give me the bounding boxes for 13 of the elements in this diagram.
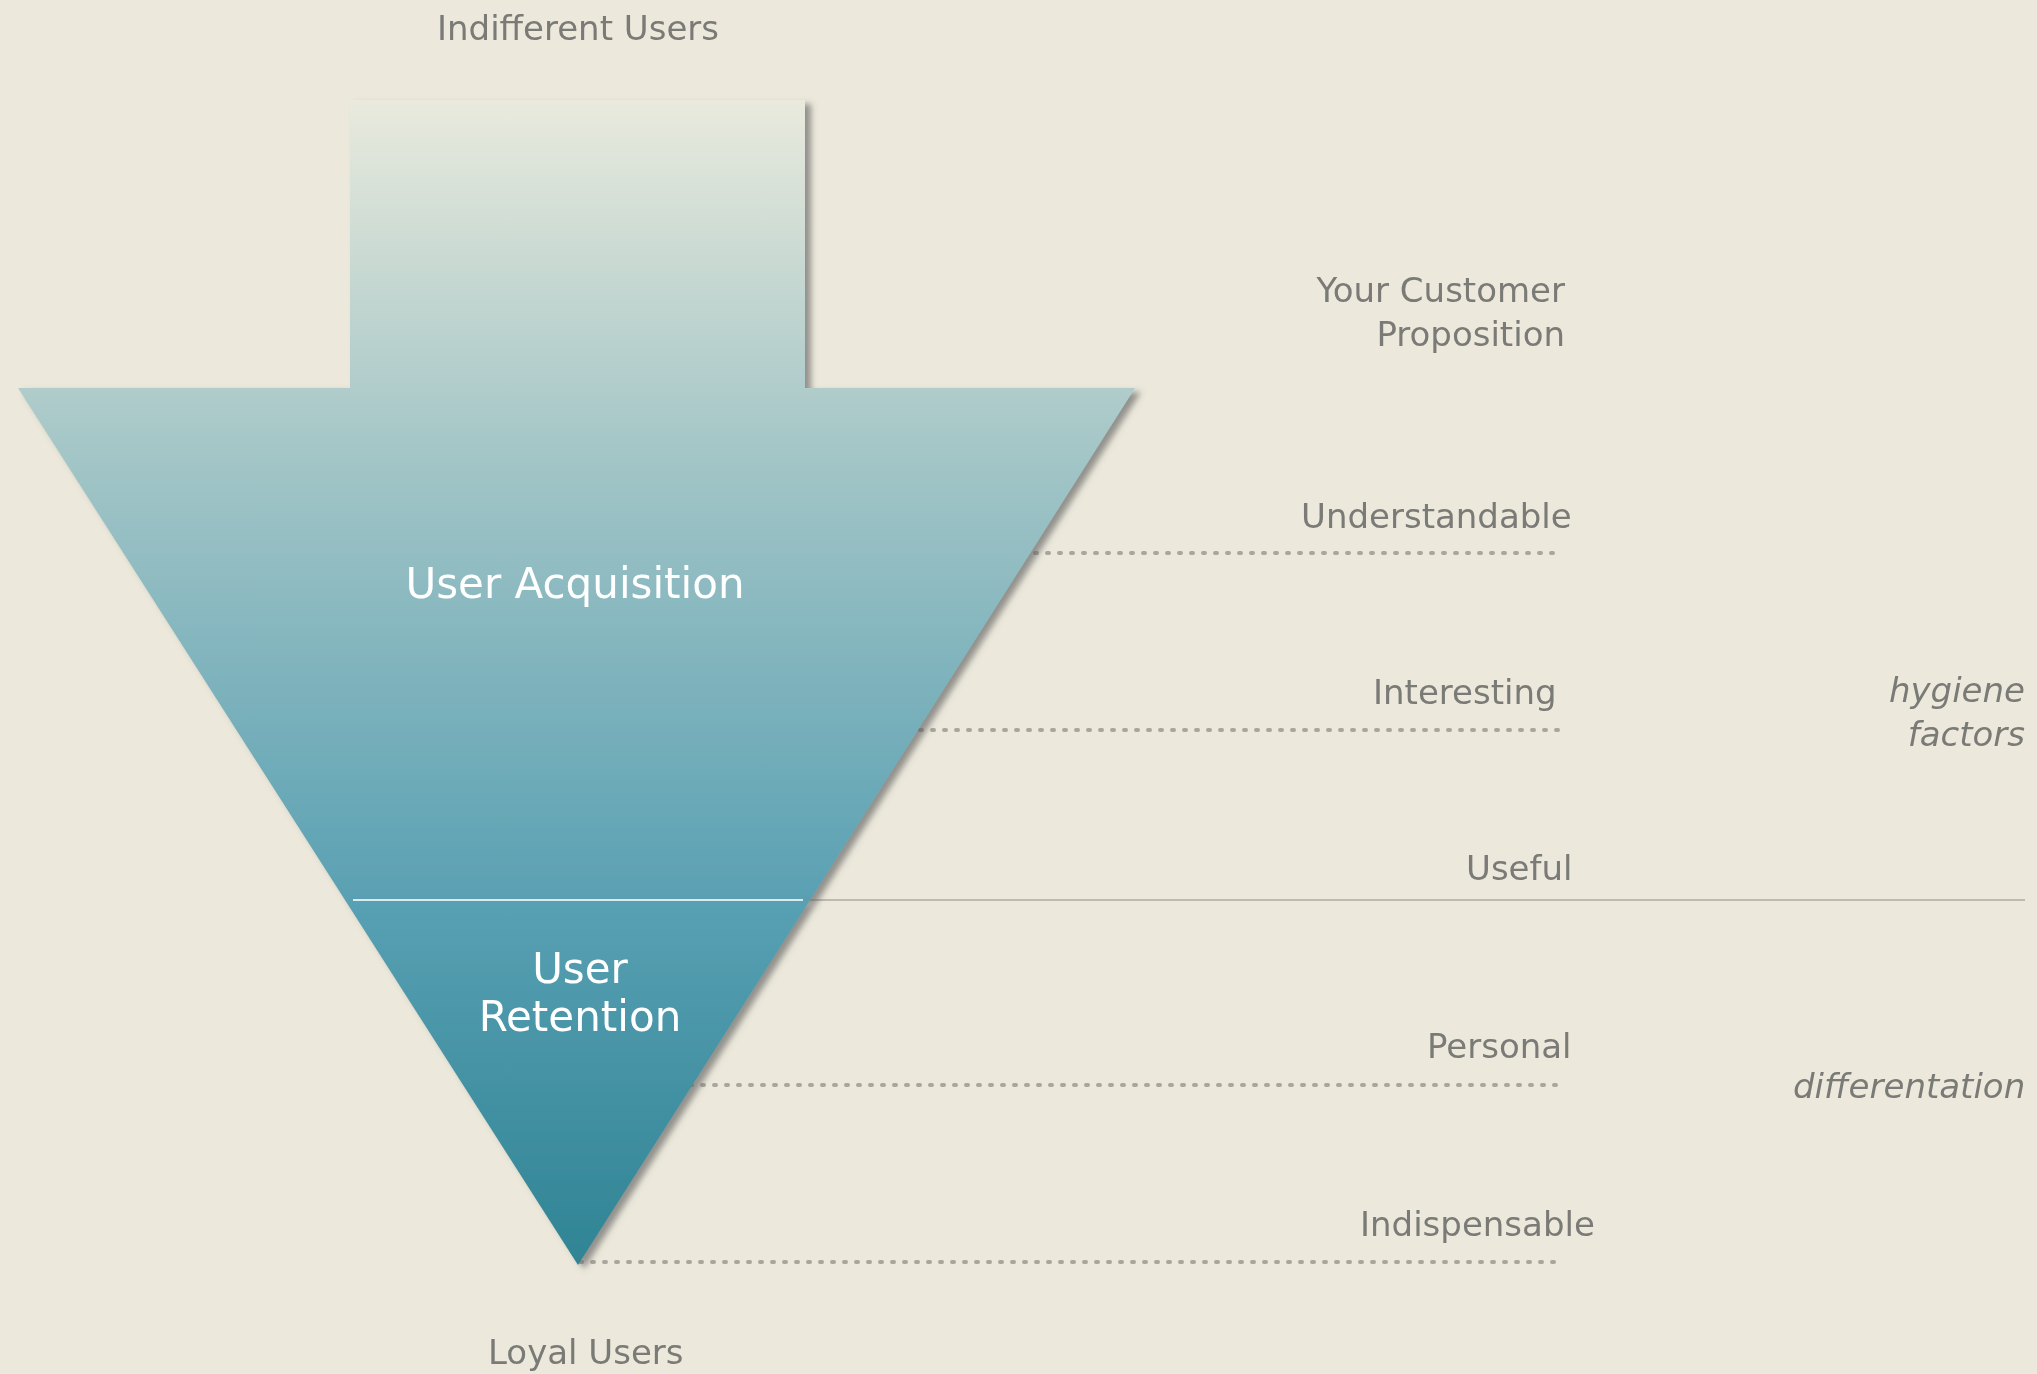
level-label: Indispensable <box>1360 1203 1595 1246</box>
level-label: Interesting <box>1373 671 1557 714</box>
level-label: Personal <box>1427 1025 1572 1068</box>
level-label: Understandable <box>1301 495 1572 538</box>
flow-label: Indifferent Users <box>437 7 719 50</box>
heading-label: Your Customer Proposition <box>1315 269 1565 356</box>
flow-label: Loyal Users <box>488 1331 684 1374</box>
funnel-bottom-section <box>345 900 810 1265</box>
category-label: differentation <box>1793 1065 2026 1108</box>
section-title: User Acquisition <box>404 560 746 608</box>
section-title: User Retention <box>477 945 683 1041</box>
level-label: Useful <box>1466 847 1573 890</box>
category-label: hygiene factors <box>1887 669 2025 756</box>
